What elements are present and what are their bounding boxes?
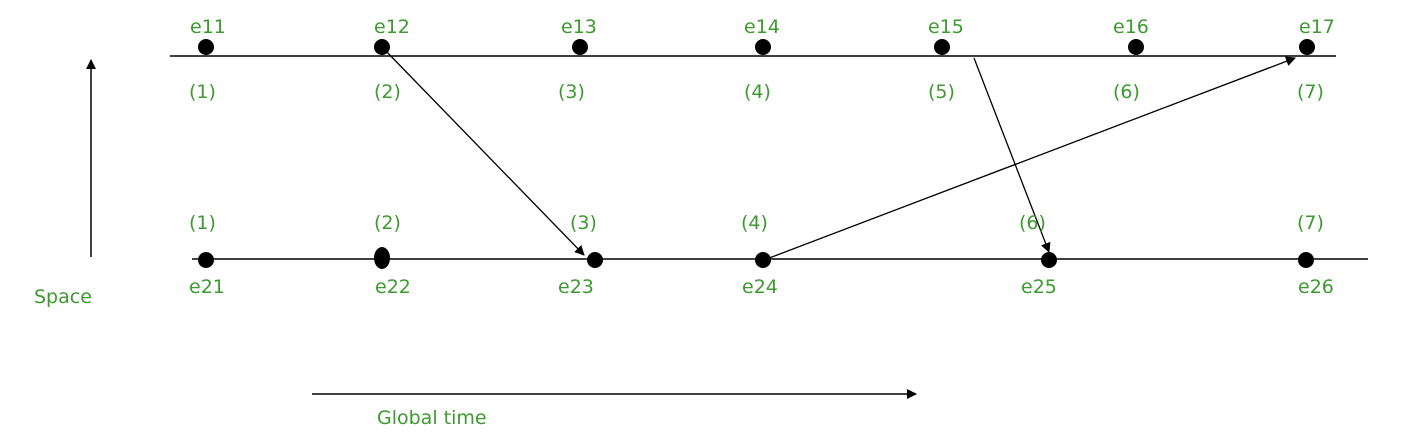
event-dot-e16 xyxy=(1128,39,1144,55)
clock-value-e15: (5) xyxy=(928,81,955,103)
event-dot-e15 xyxy=(934,39,950,55)
clock-value-e13: (3) xyxy=(558,81,585,103)
event-dot-e17 xyxy=(1299,39,1315,55)
clock-value-e21: (1) xyxy=(189,212,216,234)
space-axis-label: Space xyxy=(34,286,92,308)
time-axis-label: Global time xyxy=(377,407,487,429)
clock-value-e11: (1) xyxy=(189,81,216,103)
event-name-e15: e15 xyxy=(928,16,964,38)
event-dot-e14 xyxy=(755,39,771,55)
clock-value-e12: (2) xyxy=(374,81,401,103)
event-name-e14: e14 xyxy=(744,16,780,38)
event-dot-e22 xyxy=(374,247,390,269)
clock-value-e24: (4) xyxy=(741,212,768,234)
clock-value-e22: (2) xyxy=(374,212,401,234)
event-name-e21: e21 xyxy=(189,276,225,298)
event-dot-e26 xyxy=(1298,252,1314,268)
message-arrow-e15-e25 xyxy=(973,57,1051,253)
clock-value-e26: (7) xyxy=(1297,212,1324,234)
event-dot-e13 xyxy=(572,39,588,55)
clock-value-e23: (3) xyxy=(570,212,597,234)
clock-value-e16: (6) xyxy=(1113,81,1140,103)
event-dot-e25 xyxy=(1041,252,1057,268)
clock-value-e25: (6) xyxy=(1019,212,1046,234)
event-dot-e24 xyxy=(755,252,771,268)
clock-value-e14: (4) xyxy=(744,81,771,103)
event-name-e16: e16 xyxy=(1113,16,1149,38)
event-name-e13: e13 xyxy=(561,16,597,38)
clock-value-e17: (7) xyxy=(1297,81,1324,103)
message-arrow-e12-e23 xyxy=(382,47,585,256)
event-name-e17: e17 xyxy=(1299,16,1335,38)
event-name-e24: e24 xyxy=(742,276,778,298)
event-name-e26: e26 xyxy=(1298,276,1334,298)
event-name-e23: e23 xyxy=(558,276,594,298)
event-name-e22: e22 xyxy=(375,276,411,298)
event-dot-e23 xyxy=(587,252,603,268)
event-dot-e12 xyxy=(374,39,390,55)
event-name-e12: e12 xyxy=(374,16,410,38)
message-arrow-e24-e17 xyxy=(763,56,1296,261)
event-name-e25: e25 xyxy=(1021,276,1057,298)
event-name-e11: e11 xyxy=(190,16,226,38)
event-dot-e21 xyxy=(198,252,214,268)
event-dot-e11 xyxy=(198,39,214,55)
